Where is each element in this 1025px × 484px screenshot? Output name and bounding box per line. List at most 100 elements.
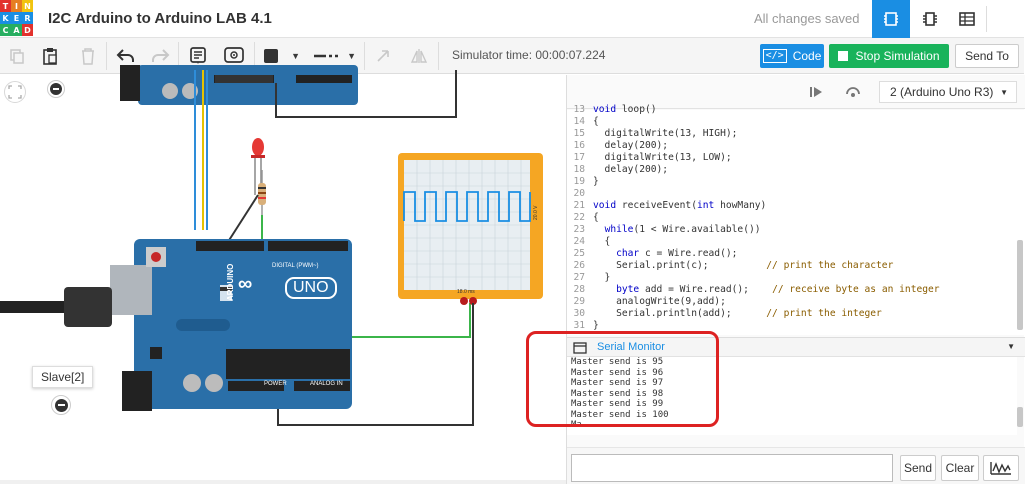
stop-simulation-button[interactable]: Stop Simulation	[829, 44, 949, 68]
wire-black-top[interactable]	[275, 70, 457, 118]
line-number: 13	[573, 104, 585, 115]
schematic-view-icon	[923, 12, 937, 26]
code-line[interactable]: 13 void loop()	[567, 104, 1025, 116]
rotate-button[interactable]	[372, 44, 394, 68]
top-arduino-board[interactable]	[120, 65, 358, 105]
code-line[interactable]: 20	[567, 188, 1025, 200]
code-text: digitalWrite(13, LOW);	[593, 152, 732, 163]
code-line[interactable]: 15 digitalWrite(13, HIGH);	[567, 128, 1025, 140]
project-title[interactable]: I2C Arduino to Arduino LAB 4.1	[48, 10, 272, 27]
component-list-button[interactable]	[948, 0, 986, 38]
code-line[interactable]: 18 delay(200);	[567, 164, 1025, 176]
serial-monitor-header[interactable]: Serial Monitor ▼	[567, 337, 1025, 357]
simulator-time: Simulator time: 00:00:07.224	[452, 48, 606, 62]
chevron-down-icon[interactable]: ▼	[1007, 342, 1015, 351]
save-status: All changes saved	[754, 11, 860, 26]
serial-line: Master send is 96	[571, 367, 664, 378]
logo-letter: T	[0, 0, 11, 12]
notes-button[interactable]	[186, 44, 210, 68]
code-panel-header: 2 (Arduino Uno R3) ▼	[567, 75, 1025, 109]
debugger-button[interactable]	[843, 83, 863, 101]
logo-letter: D	[22, 24, 33, 36]
copy-button[interactable]	[6, 44, 28, 68]
undo-icon	[116, 49, 134, 62]
code-line[interactable]: 28 byte add = Wire.read(); // receive by…	[567, 284, 1025, 296]
code-line[interactable]: 16 delay(200);	[567, 140, 1025, 152]
flip-icon	[410, 49, 428, 63]
code-button-label: Code	[792, 49, 822, 63]
code-line[interactable]: 31}	[567, 320, 1025, 332]
line-number: 31	[573, 320, 585, 331]
slave-label[interactable]: Slave[2]	[32, 366, 94, 388]
wire-black-led[interactable]	[225, 194, 259, 246]
undo-button[interactable]	[114, 44, 138, 68]
logo-letter: I	[11, 0, 22, 12]
schematic-view-button[interactable]	[911, 0, 949, 38]
fit-view-button[interactable]	[4, 81, 26, 103]
line-number: 29	[573, 296, 585, 307]
wire-style-picker[interactable]: ▼	[310, 44, 360, 68]
arduino-logo-icon: ∞	[238, 273, 253, 295]
line-number: 14	[573, 116, 585, 127]
step-button[interactable]	[807, 83, 827, 101]
serial-line: Master send is 97	[571, 378, 664, 388]
delete-button[interactable]	[76, 44, 100, 68]
redo-button[interactable]	[148, 44, 172, 68]
code-line[interactable]: 29 analogWrite(9,add);	[567, 296, 1025, 308]
code-text: char c = Wire.read();	[616, 248, 738, 259]
serial-line: Master send is 98	[571, 388, 664, 399]
circuit-canvas[interactable]: ARDUINO UNO ∞ DIGITAL (PWM~) POWER ANALO…	[0, 65, 566, 484]
code-line[interactable]: 24 {	[567, 236, 1025, 248]
line-number: 27	[573, 272, 585, 283]
code-line[interactable]: 30 Serial.println(add); // print the int…	[567, 308, 1025, 320]
chevron-down-icon: ▼	[291, 51, 300, 61]
send-button[interactable]: Send	[900, 455, 936, 481]
code-line[interactable]: 19}	[567, 176, 1025, 188]
code-scrollbar[interactable]	[1017, 240, 1023, 330]
power-label: POWER	[264, 381, 287, 387]
rotate-icon	[377, 50, 389, 62]
color-picker[interactable]: ▼	[260, 44, 304, 68]
code-line[interactable]: 27 }	[567, 272, 1025, 284]
circuit-view-button[interactable]	[872, 0, 910, 38]
chevron-down-icon: ▼	[347, 51, 356, 61]
circuit-drawing	[0, 65, 566, 484]
line-number: 26	[573, 260, 585, 271]
send-to-button[interactable]: Send To	[955, 44, 1019, 68]
slave1-collapse-handle[interactable]	[47, 80, 65, 98]
code-line[interactable]: 22{	[567, 212, 1025, 224]
flip-button[interactable]	[408, 44, 430, 68]
resistor[interactable]	[258, 170, 266, 225]
annotation-button[interactable]	[222, 44, 246, 68]
code-line[interactable]: 26 Serial.print(c); // print the charact…	[567, 260, 1025, 272]
line-number: 17	[573, 152, 585, 163]
color-swatch-icon	[264, 49, 278, 63]
code-line[interactable]: 17 digitalWrite(13, LOW);	[567, 152, 1025, 164]
main-arduino-board[interactable]	[110, 239, 352, 411]
clear-button[interactable]: Clear	[941, 455, 979, 481]
code-text: void loop()	[593, 104, 657, 115]
line-number: 15	[573, 128, 585, 139]
oscilloscope[interactable]	[398, 153, 543, 305]
code-editor[interactable]: 13 void loop()14{15 digitalWrite(13, HIGH…	[567, 104, 1025, 335]
code-line[interactable]: 23 while(1 < Wire.available())	[567, 224, 1025, 236]
code-button[interactable]: </> Code	[760, 44, 824, 68]
serial-monitor-icon	[573, 342, 587, 354]
line-number: 24	[573, 236, 585, 247]
usb-plug[interactable]	[64, 287, 112, 327]
code-line[interactable]: 14{	[567, 116, 1025, 128]
wire-black-scope[interactable]	[277, 303, 474, 426]
serial-input[interactable]	[571, 454, 893, 482]
notes-icon	[190, 47, 206, 64]
serial-scrollbar[interactable]	[1017, 407, 1023, 427]
graph-button[interactable]	[983, 455, 1019, 481]
line-number: 19	[573, 176, 585, 187]
device-select[interactable]: 2 (Arduino Uno R3) ▼	[879, 81, 1017, 103]
slave2-collapse-handle[interactable]	[51, 395, 71, 415]
wire-blue[interactable]	[194, 70, 208, 230]
code-line[interactable]: 25 char c = Wire.read();	[567, 248, 1025, 260]
line-number: 16	[573, 140, 585, 151]
paste-button[interactable]	[38, 44, 62, 68]
